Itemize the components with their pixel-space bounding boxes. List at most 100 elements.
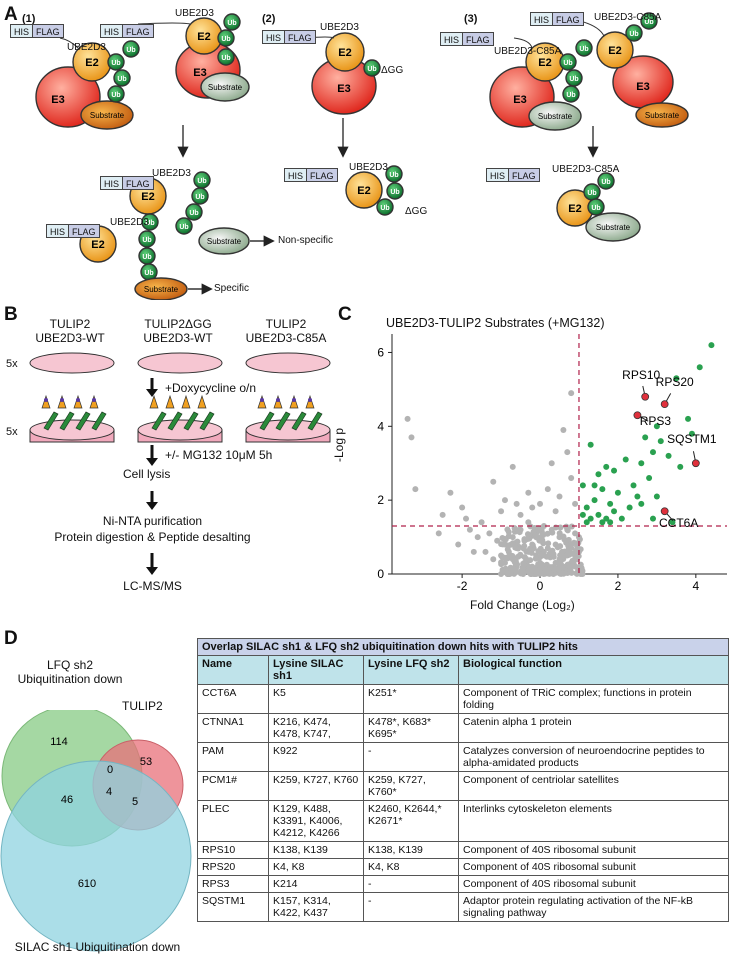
- data-point-hit: [641, 392, 650, 401]
- data-point-significant: [611, 467, 618, 474]
- venn-tulip-label: TULIP2: [122, 699, 163, 713]
- data-point: [509, 540, 516, 547]
- data-point: [412, 486, 419, 493]
- svg-text:Ub: Ub: [566, 92, 575, 99]
- data-point-significant: [603, 463, 610, 470]
- svg-text:E2: E2: [141, 191, 154, 203]
- data-point-significant: [688, 430, 695, 437]
- data-point: [504, 570, 511, 577]
- panel-d-letter: D: [4, 628, 18, 649]
- data-point-significant: [677, 463, 684, 470]
- data-point-significant: [599, 486, 606, 493]
- data-point-significant: [611, 508, 618, 515]
- svg-text:E3: E3: [513, 94, 526, 106]
- data-point-hit: [660, 400, 669, 409]
- ube2d3-label: UBE2D3: [320, 22, 359, 33]
- data-point-significant: [665, 452, 672, 459]
- data-point: [404, 415, 411, 422]
- data-point: [504, 542, 511, 549]
- data-point-significant: [591, 497, 598, 504]
- ube2d3-label: UBE2D3: [67, 42, 106, 53]
- data-point: [524, 531, 531, 538]
- data-point-significant: [579, 511, 586, 518]
- data-point-hit: [691, 459, 700, 468]
- ube2d3-label: UBE2D3: [349, 162, 388, 173]
- data-point: [455, 541, 462, 548]
- svg-text:E2: E2: [568, 203, 581, 215]
- data-point: [516, 529, 523, 536]
- svg-text:Substrate: Substrate: [90, 111, 125, 120]
- e3-label: E3: [51, 94, 64, 106]
- svg-text:Ub: Ub: [390, 189, 399, 196]
- tulip-cells: [41, 394, 323, 431]
- svg-text:E2: E2: [538, 57, 551, 69]
- data-point: [525, 489, 532, 496]
- data-point: [501, 536, 508, 543]
- data-point-significant: [685, 415, 692, 422]
- y-tick-label: 4: [377, 419, 384, 433]
- data-point: [408, 434, 415, 441]
- data-point: [567, 567, 574, 574]
- svg-text:Ub: Ub: [117, 76, 126, 83]
- data-point-significant: [649, 449, 656, 456]
- data-point: [521, 554, 528, 561]
- data-point-significant: [583, 519, 590, 526]
- data-point: [544, 486, 551, 493]
- data-point: [524, 536, 531, 543]
- data-point-significant: [607, 500, 614, 507]
- data-point-significant: [618, 515, 625, 522]
- svg-text:E2: E2: [357, 185, 370, 197]
- svg-text:Ub: Ub: [195, 194, 204, 201]
- scenario-2-label: (2): [262, 13, 276, 25]
- svg-text:Substrate: Substrate: [596, 223, 631, 232]
- ub-chain: [107, 53, 125, 71]
- svg-text:Substrate: Substrate: [645, 111, 680, 120]
- data-point: [498, 508, 505, 515]
- data-point-hit: [633, 411, 642, 420]
- chart-title: UBE2D3-TULIP2 Substrates (+MG132): [386, 316, 605, 330]
- svg-text:Ub: Ub: [367, 66, 376, 73]
- svg-text:E2: E2: [338, 47, 351, 59]
- panel-b-letter: B: [4, 304, 18, 325]
- svg-text:E2: E2: [608, 45, 621, 57]
- svg-text:Ub: Ub: [111, 60, 120, 67]
- data-point-significant: [587, 515, 594, 522]
- svg-text:Ub: Ub: [569, 76, 578, 83]
- ube2d3-label: UBE2D3: [110, 217, 149, 228]
- data-point: [517, 551, 524, 558]
- step-lcms: LC-MS/MS: [123, 579, 182, 593]
- venn-count-lfq-only: 114: [50, 736, 68, 748]
- data-point: [537, 500, 544, 507]
- svg-text:Ub: Ub: [189, 210, 198, 217]
- svg-text:Ub: Ub: [126, 47, 135, 54]
- data-point-significant: [649, 515, 656, 522]
- data-point: [527, 557, 534, 564]
- data-point: [505, 529, 512, 536]
- venn-count-lfq-silac: 46: [61, 794, 73, 806]
- data-point-significant: [622, 456, 629, 463]
- svg-text:Ub: Ub: [227, 20, 236, 27]
- data-point: [517, 511, 524, 518]
- step-digestion: Protein digestion & Peptide desalting: [54, 530, 251, 544]
- svg-text:Ub: Ub: [221, 36, 230, 43]
- data-point: [482, 548, 489, 555]
- data-point: [520, 561, 527, 568]
- data-point: [466, 526, 473, 533]
- svg-text:Ub: Ub: [579, 46, 588, 53]
- data-point: [435, 530, 442, 537]
- replicate-label: 5x: [6, 358, 18, 370]
- data-point: [556, 493, 563, 500]
- svg-text:Ub: Ub: [197, 178, 206, 185]
- svg-text:Substrate: Substrate: [144, 285, 179, 294]
